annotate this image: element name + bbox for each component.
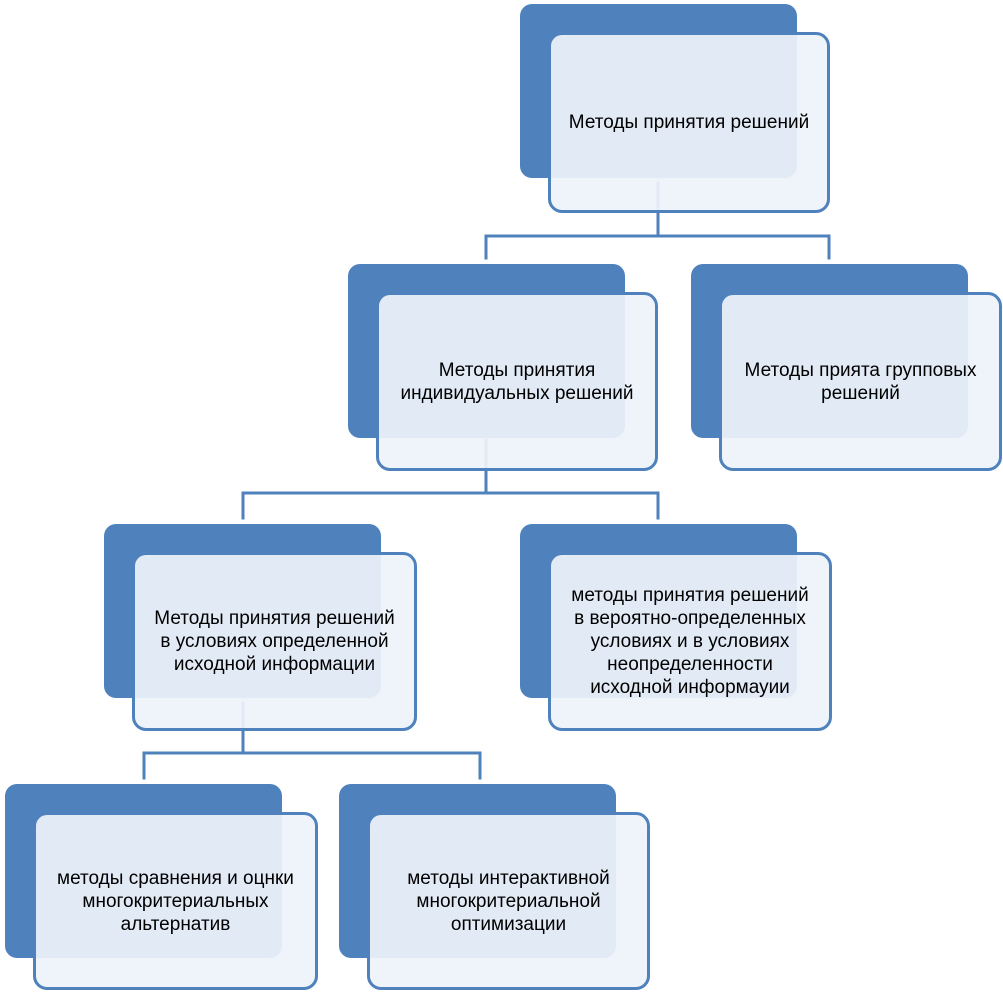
node-comparison-label: методы сравнения и оцнки многокритериаль… <box>57 867 294 935</box>
node-root-label: Методы принятия решений <box>568 112 810 133</box>
node-uncertain-info-label: методы принятия решений в вероятно-опред… <box>571 585 809 698</box>
node-interactive-label: методы интерактивной многокритериальной … <box>407 867 610 935</box>
node-group-label: Методы прията групповых решений <box>744 359 977 404</box>
node-individual-label: Методы принятия индивидуальных решений <box>400 359 634 404</box>
node-certain-info-label: Методы принятия решений в условиях опред… <box>154 608 395 675</box>
